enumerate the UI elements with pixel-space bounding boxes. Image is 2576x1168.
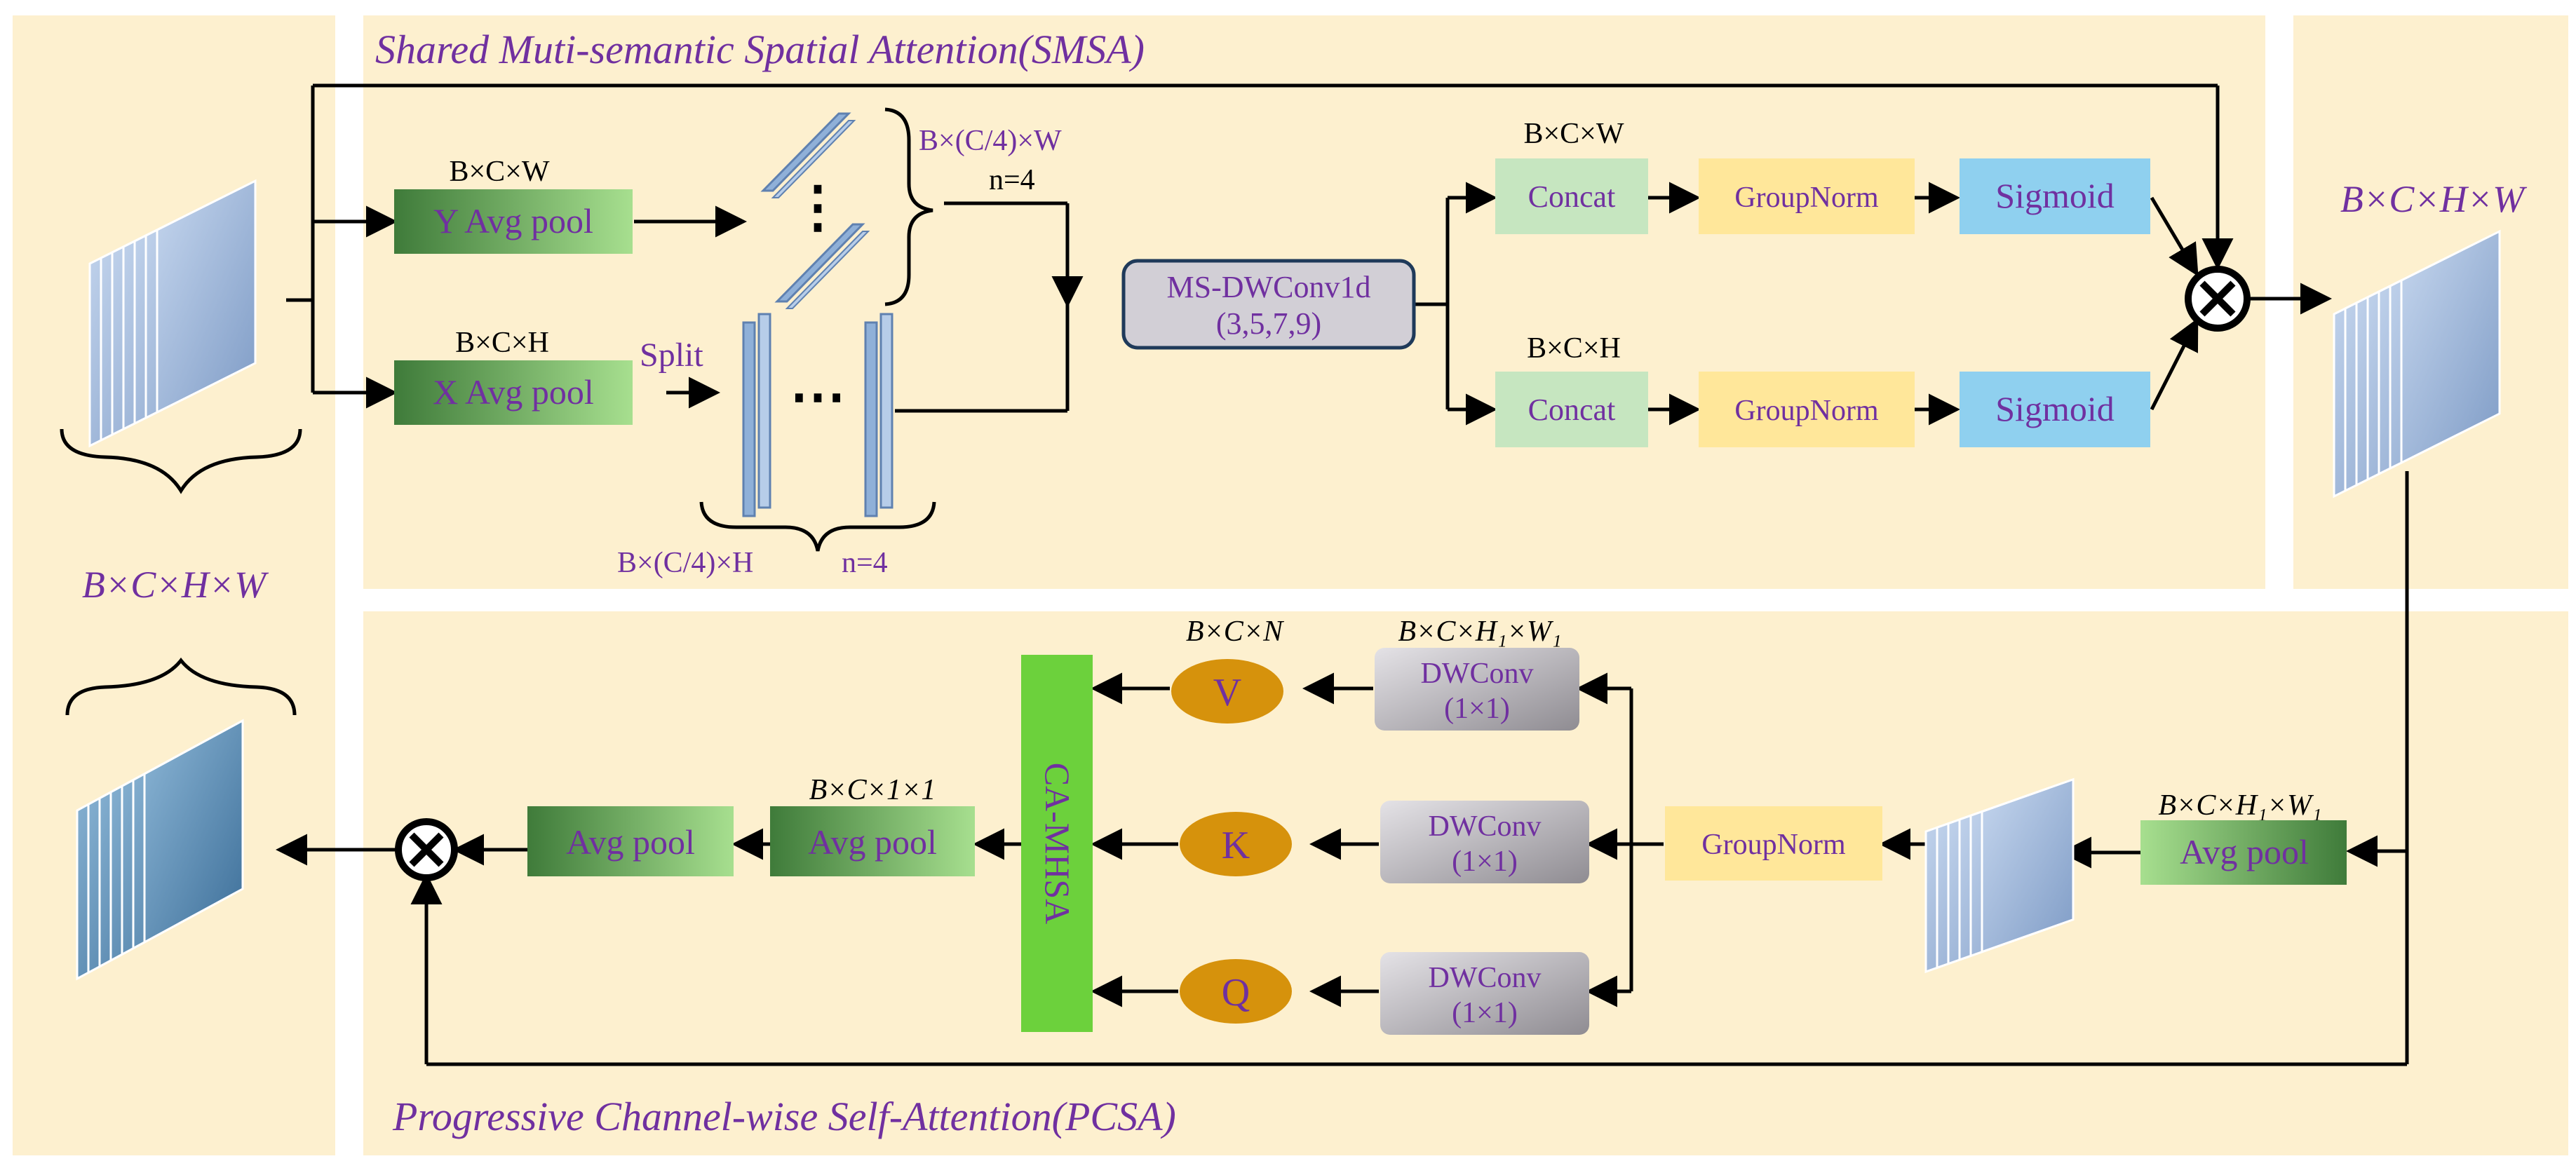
x-avg-pool-box: X Avg pool <box>394 360 633 425</box>
smsa-connectors <box>286 83 2332 426</box>
groupnorm-top-box: GroupNorm <box>1699 158 1915 234</box>
top-branch-dims: B×C×W <box>1523 118 1624 150</box>
smsa-title: Shared Muti-semantic Spatial Attention(S… <box>375 27 1145 72</box>
chunk-h-dims: B×(C/4)×H <box>617 547 753 579</box>
sigmoid-bottom-label: Sigmoid <box>1995 389 2114 428</box>
pcsa-groupnorm-box: GroupNorm <box>1665 806 1882 881</box>
dwconv-k-label: DWConv <box>1429 810 1542 843</box>
pcsa-pooled-feature-map-icon <box>1924 777 2075 974</box>
dwconv-k-kernel: (1×1) <box>1452 846 1518 878</box>
pcsa-multiply-circle-icon <box>395 818 458 881</box>
ca-mhsa-label: CA-MHSA <box>1038 763 1077 925</box>
v-node: V <box>1171 659 1283 724</box>
groupnorm-top-label: GroupNorm <box>1734 182 1879 214</box>
pcsa-groupnorm-label: GroupNorm <box>1701 829 1846 861</box>
bottom-branch-dims: B×C×H <box>1527 332 1621 365</box>
sigmoid-bottom-box: Sigmoid <box>1960 372 2150 447</box>
input-brace-icon <box>60 428 302 494</box>
w-chunk-bars <box>760 112 870 309</box>
feature-sheet <box>156 179 257 414</box>
w-chunk-vdots-icon: ⋮ <box>790 177 846 238</box>
ms-dwconv1d-label: MS-DWConv1d <box>1167 270 1371 304</box>
pcsa-in-avg-pool-label: Avg pool <box>2180 832 2309 871</box>
concat-top-label: Concat <box>1528 179 1616 214</box>
avg-pool-2-box: Avg pool <box>527 806 734 876</box>
h-chunk-bars <box>742 313 893 517</box>
avg-pool-1-label: Avg pool <box>808 822 937 862</box>
ca-mhsa-box: CA-MHSA <box>1021 655 1093 1032</box>
dwconv-v-kernel: (1×1) <box>1444 693 1510 725</box>
y-avg-pool-box: Y Avg pool <box>394 189 633 254</box>
dwconv-q-kernel: (1×1) <box>1452 997 1518 1029</box>
ms-dwconv1d-kernels: (3,5,7,9) <box>1216 306 1321 341</box>
y-pool-dims: B×C×W <box>449 156 549 188</box>
n-h-label: n=4 <box>842 547 888 579</box>
dwconv-v-label: DWConv <box>1421 658 1534 690</box>
k-label: K <box>1222 824 1250 867</box>
sigmoid-top-label: Sigmoid <box>1995 176 2114 215</box>
k-node: K <box>1180 812 1292 876</box>
groupnorm-bottom-box: GroupNorm <box>1699 372 1915 447</box>
smsa-output-feature-map-icon <box>2333 229 2501 498</box>
input-feature-map-icon <box>88 179 257 448</box>
pool1-dims: B×C×1×1 <box>809 774 936 806</box>
pcsa-in-avg-pool-box: Avg pool <box>2140 820 2347 885</box>
dwconv-v-box: DWConv (1×1) <box>1375 648 1579 731</box>
q-label: Q <box>1222 971 1250 1014</box>
dwconv-q-label: DWConv <box>1429 962 1542 994</box>
concat-bottom-box: Concat <box>1495 372 1648 447</box>
sigmoid-top-box: Sigmoid <box>1960 158 2150 234</box>
split-label: Split <box>640 337 703 374</box>
h-chunk-brace-icon <box>699 501 936 552</box>
x-pool-dims: B×C×H <box>455 327 549 359</box>
v-label: V <box>1213 671 1241 714</box>
dwconv-v-dims: B×C×H₁×W₁ <box>1398 616 1561 648</box>
concat-top-box: Concat <box>1495 158 1648 234</box>
h-chunk-hdots-icon: ⋯ <box>790 366 846 428</box>
chunk-w-dims: B×(C/4)×W <box>919 125 1062 157</box>
smsa-multiply-circle-icon <box>2185 266 2251 332</box>
input-panel <box>13 15 335 1155</box>
final-feature-map-icon <box>76 719 244 981</box>
v-dims: B×C×N <box>1186 616 1284 648</box>
ms-dwconv1d-box: MS-DWConv1d (3,5,7,9) <box>1121 259 1416 350</box>
pcsa-connectors <box>276 471 2409 1066</box>
feature-sheet <box>1981 777 2075 953</box>
feature-sheet <box>2400 229 2501 465</box>
n-w-label: n=4 <box>989 164 1035 196</box>
feature-sheet <box>143 719 244 944</box>
pcsa-in-dims: B×C×H₁×W₁ <box>2158 789 2321 822</box>
avg-pool-1-box: Avg pool <box>770 806 975 876</box>
x-avg-pool-label: X Avg pool <box>433 372 594 412</box>
avg-pool-2-label: Avg pool <box>566 822 695 862</box>
dwconv-q-box: DWConv (1×1) <box>1380 952 1589 1035</box>
q-node: Q <box>1180 959 1292 1024</box>
groupnorm-bottom-label: GroupNorm <box>1734 395 1879 427</box>
w-chunk-brace-icon <box>884 107 933 306</box>
concat-bottom-label: Concat <box>1528 393 1616 427</box>
dwconv-k-box: DWConv (1×1) <box>1380 801 1589 883</box>
output-brace-icon <box>65 657 297 716</box>
y-avg-pool-label: Y Avg pool <box>433 201 593 240</box>
smsa-output-dims: B×C×H×W <box>2340 178 2528 220</box>
pcsa-title: Progressive Channel-wise Self-Attention(… <box>392 1094 1176 1139</box>
input-dims: B×C×H×W <box>82 564 269 606</box>
